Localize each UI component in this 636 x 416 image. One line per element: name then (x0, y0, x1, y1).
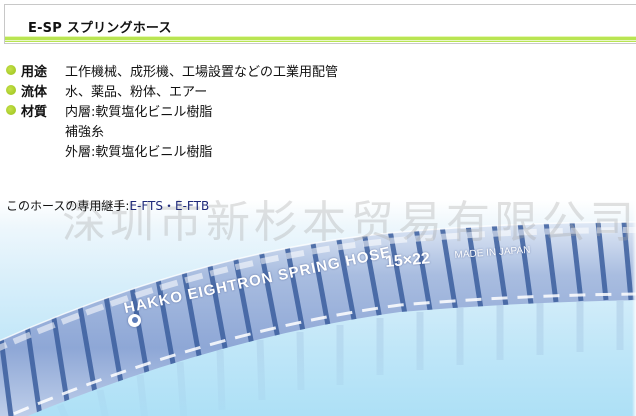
spec-value-continued: 補強糸 (6, 120, 338, 140)
page-title: E-SP スプリングホース (28, 21, 172, 36)
spec-value: 工作機械、成形機、工場設置などの工業用配管 (65, 64, 339, 80)
spec-value-continued: 外層:軟質塩化ビニル樹脂 (6, 140, 338, 160)
fitting-label: このホースの専用継手: (6, 199, 130, 213)
bullet-icon (6, 105, 16, 115)
company-watermark: 深圳市新杉本贸易有限公司 (62, 197, 636, 248)
spec-key: 材質 (21, 104, 48, 120)
header-underline-bar (5, 36, 636, 44)
fitting-info: このホースの専用継手:E-FTS・E-FTB (6, 197, 209, 214)
spec-key: 用途 (21, 64, 48, 80)
spec-row-usage: 用途 工作機械、成形機、工場設置などの工業用配管 (6, 60, 338, 80)
spec-value: 補強糸 (65, 124, 105, 140)
bullet-icon (6, 65, 16, 75)
spec-value: 外層:軟質塩化ビニル樹脂 (65, 144, 213, 160)
spec-row-fluid: 流体 水、薬品、粉体、エアー (6, 80, 338, 100)
bullet-icon (6, 85, 16, 95)
spec-key: 流体 (21, 84, 48, 100)
hakko-logo-icon (128, 314, 141, 327)
product-image (0, 200, 636, 416)
spring-hose-illustration (0, 221, 636, 416)
spec-value: 内層:軟質塩化ビニル樹脂 (65, 104, 213, 120)
spec-row-material: 材質 内層:軟質塩化ビニル樹脂 (6, 100, 338, 120)
fitting-link[interactable]: E-FTS・E-FTB (129, 199, 210, 213)
spec-value: 水、薬品、粉体、エアー (65, 84, 208, 100)
spec-list: 用途 工作機械、成形機、工場設置などの工業用配管 流体 水、薬品、粉体、エアー … (6, 60, 338, 160)
